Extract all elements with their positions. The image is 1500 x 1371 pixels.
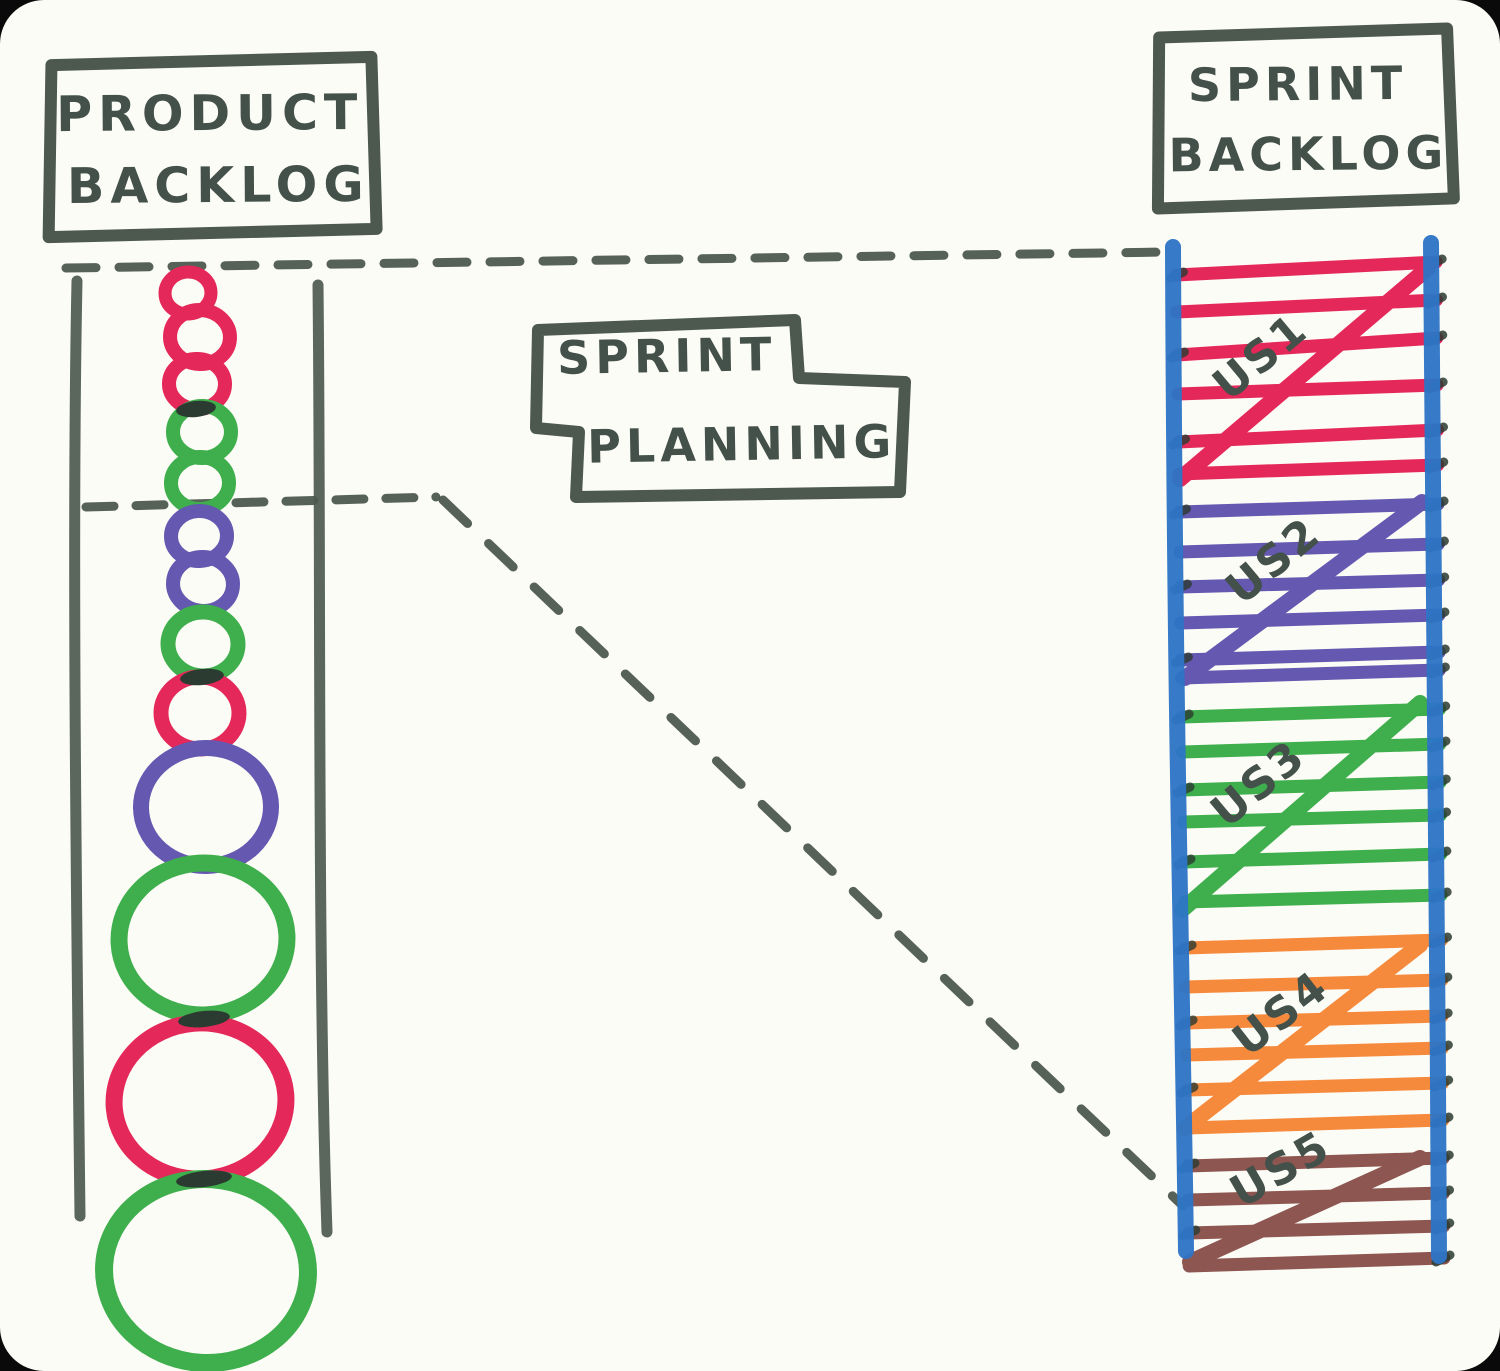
sprint-planning-box-outline	[530, 314, 911, 503]
story-stripe	[1177, 847, 1448, 869]
story-stripe	[1171, 378, 1444, 401]
product-backlog-box: PRODUCT BACKLOG	[42, 50, 383, 244]
story-stripe	[1175, 663, 1446, 685]
story-us4: US4	[1174, 932, 1454, 1136]
connector-top-cut	[61, 247, 1173, 273]
product-backlog-item-green	[110, 854, 296, 1024]
circle-overlap-mark	[176, 400, 216, 418]
connector-lines	[61, 247, 1188, 1211]
story-stripe	[1169, 255, 1443, 282]
story-stripe	[1172, 497, 1445, 519]
product-backlog-item-red	[105, 1014, 295, 1188]
story-stripe	[1180, 1113, 1450, 1135]
funnel-left-line	[69, 275, 86, 1222]
story-us5: US5	[1177, 1121, 1455, 1273]
story-strike-diagonal	[1172, 260, 1436, 487]
story-us3: US3	[1171, 695, 1452, 918]
product-backlog-item-red	[153, 669, 247, 757]
sprint-backlog-title-line2: BACKLOG	[1168, 125, 1448, 182]
sprint-backlog-box-outline	[1151, 22, 1460, 215]
product-backlog-item-green	[95, 1169, 317, 1371]
story-us1: US1	[1165, 254, 1449, 487]
story-stripe	[1179, 1041, 1449, 1062]
sprint-planning-title-line1: SPRINT	[557, 327, 777, 385]
story-stripe	[1176, 775, 1447, 797]
funnel-right-line	[312, 279, 333, 1238]
story-stripe	[1172, 458, 1445, 481]
story-stripe	[1176, 737, 1447, 759]
story-stripe	[1182, 1251, 1451, 1273]
story-stripe	[1170, 331, 1444, 362]
story-stripe	[1173, 537, 1445, 559]
product-backlog-title-line2: BACKLOG	[67, 156, 370, 215]
story-label: US2	[1216, 507, 1331, 615]
story-strike-diagonal	[1177, 937, 1428, 1136]
sprint-planning-box: SPRINT PLANNING	[530, 314, 911, 503]
connector-sprint-cut	[81, 492, 441, 512]
sprint-backlog-left-edge	[1165, 239, 1194, 1259]
story-stripe	[1178, 933, 1449, 955]
story-stripe	[1176, 808, 1448, 829]
sprint-backlog-right-edge	[1423, 235, 1447, 1264]
product-backlog-item-green	[160, 604, 246, 684]
story-stripe	[1182, 1219, 1451, 1240]
circle-overlap-mark	[180, 668, 224, 686]
product-backlog-columns	[69, 275, 333, 1238]
story-stripe	[1179, 973, 1449, 994]
sprint-backlog-box: SPRINT BACKLOG	[1151, 22, 1460, 215]
circle-overlap-mark	[178, 1010, 230, 1028]
product-backlog-title-line1: PRODUCT	[56, 84, 364, 143]
story-stripe	[1174, 608, 1446, 630]
story-stripe	[1175, 702, 1447, 724]
sprint-planning-title-line2: PLANNING	[587, 414, 897, 473]
product-backlog-box-outline	[42, 50, 383, 244]
story-stripe	[1177, 888, 1448, 909]
story-us2: US2	[1168, 494, 1450, 686]
story-strike-diagonal	[1174, 695, 1428, 918]
story-strike-diagonal	[1177, 494, 1430, 686]
product-backlog-item-purple	[133, 739, 279, 875]
story-strike-diagonal	[1182, 1150, 1428, 1270]
product-backlog-funnel	[95, 265, 317, 1371]
circle-overlap-mark	[176, 1170, 232, 1188]
sprint-backlog-title-line1: SPRINT	[1188, 56, 1408, 112]
connector-planning-diagonal	[438, 495, 1188, 1211]
